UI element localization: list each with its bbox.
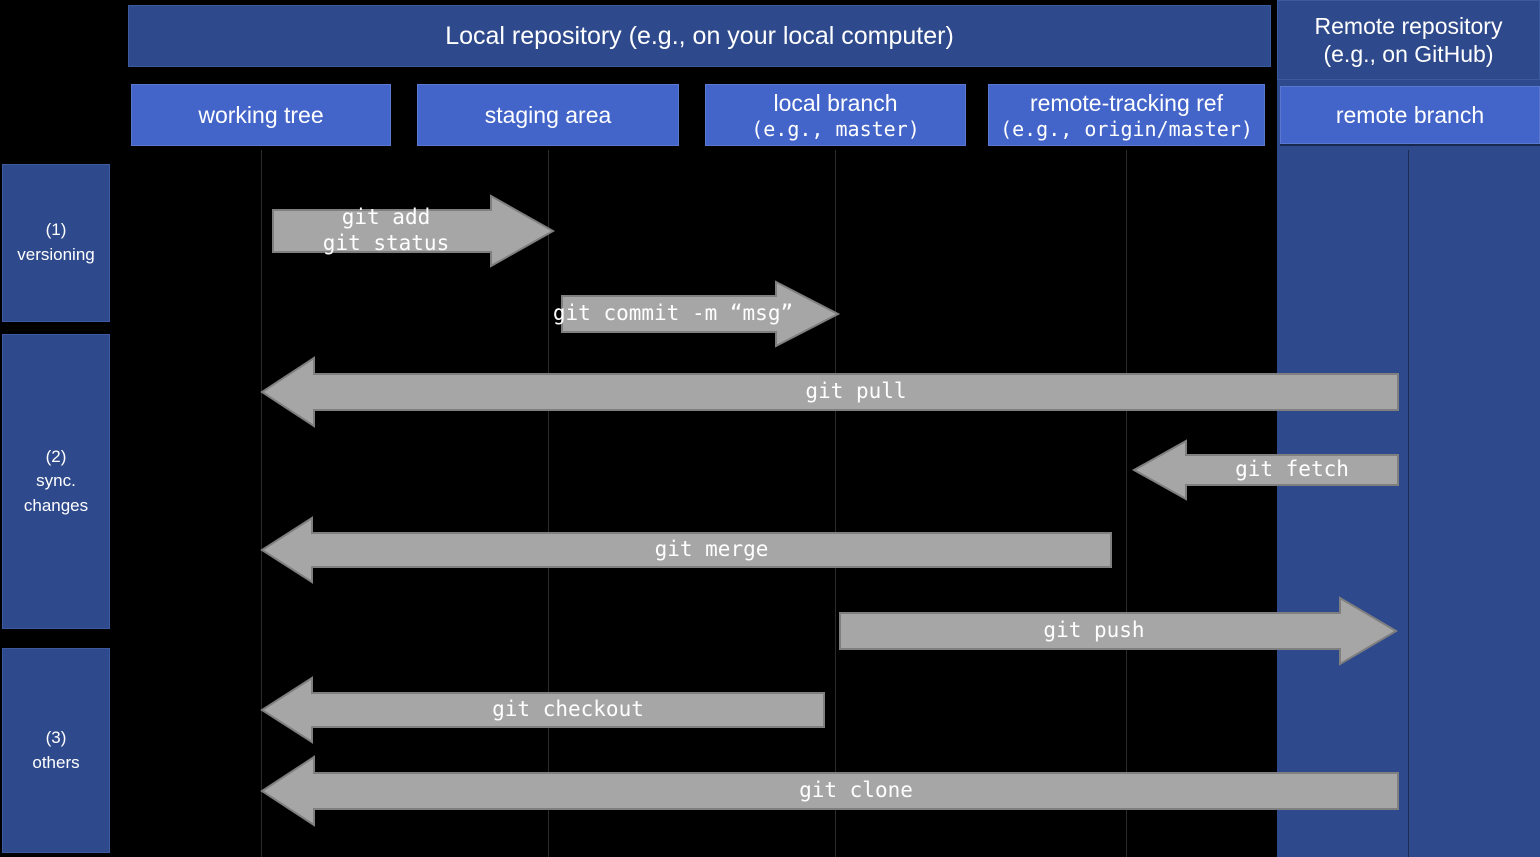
column-local-branch-sublabel: (e.g., master) (751, 116, 920, 141)
column-remote-tracking-ref[interactable]: remote-tracking ref (e.g., origin/master… (988, 84, 1265, 146)
column-guide-3 (835, 150, 836, 857)
sidebar-item-sync-changes-number: (2) (45, 446, 67, 466)
sidebar-item-sync-changes-label-1: sync. (36, 471, 76, 491)
arrow-git-push-shape (839, 596, 1398, 666)
arrow-git-commit[interactable]: git commit -m “msg” (553, 280, 841, 348)
arrow-git-merge-shape (260, 516, 1112, 584)
arrow-git-clone-shape (260, 755, 1399, 827)
column-remote-tracking-ref-label: remote-tracking ref (1029, 89, 1223, 116)
sidebar-item-others-label: others (32, 752, 80, 772)
column-remote-branch-label: remote branch (1335, 101, 1485, 128)
column-local-branch[interactable]: local branch (e.g., master) (705, 84, 966, 146)
remote-band-divider (1408, 150, 1409, 857)
column-staging-area[interactable]: staging area (417, 84, 679, 146)
column-guide-4 (1126, 150, 1127, 857)
arrow-git-add[interactable]: git add git status (272, 194, 556, 268)
column-guide-1 (261, 150, 262, 857)
column-remote-tracking-ref-sublabel: (e.g., origin/master) (1000, 116, 1253, 141)
sidebar-item-sync-changes[interactable]: (2) sync. changes (2, 334, 110, 629)
sidebar-item-sync-changes-label-2: changes (23, 495, 89, 515)
arrow-git-fetch[interactable]: git fetch (1131, 439, 1399, 501)
remote-repository-title-line2: (e.g., on GitHub) (1323, 41, 1494, 67)
arrow-git-pull[interactable]: git pull (260, 356, 1399, 428)
sidebar-item-others[interactable]: (3) others (2, 648, 110, 853)
local-repository-header: Local repository (e.g., on your local co… (128, 5, 1271, 67)
sidebar-item-versioning-number: (1) (45, 220, 67, 240)
column-working-tree[interactable]: working tree (131, 84, 391, 146)
arrow-git-push[interactable]: git push (839, 596, 1398, 666)
arrow-git-pull-shape (260, 356, 1399, 428)
column-working-tree-label: working tree (198, 101, 324, 128)
sidebar-item-others-number: (3) (45, 727, 67, 747)
local-repository-title: Local repository (e.g., on your local co… (445, 21, 954, 50)
arrow-git-commit-shape (561, 280, 841, 348)
column-staging-area-label: staging area (484, 101, 612, 128)
sidebar-item-versioning[interactable]: (1) versioning (2, 164, 110, 322)
arrow-git-clone[interactable]: git clone (260, 755, 1399, 827)
column-guide-2 (548, 150, 549, 857)
sidebar-item-versioning-label: versioning (17, 245, 95, 264)
arrow-git-fetch-shape (1131, 439, 1399, 501)
arrow-git-checkout[interactable]: git checkout (260, 676, 825, 744)
column-local-branch-label: local branch (773, 89, 898, 116)
arrow-git-add-shape (272, 194, 556, 268)
arrow-git-checkout-shape (260, 676, 825, 744)
remote-repository-title-line1: Remote repository (1314, 12, 1503, 39)
arrow-git-merge[interactable]: git merge (260, 516, 1112, 584)
remote-repository-header: Remote repository (e.g., on GitHub) (1277, 0, 1540, 80)
column-remote-branch[interactable]: remote branch (1280, 86, 1540, 144)
